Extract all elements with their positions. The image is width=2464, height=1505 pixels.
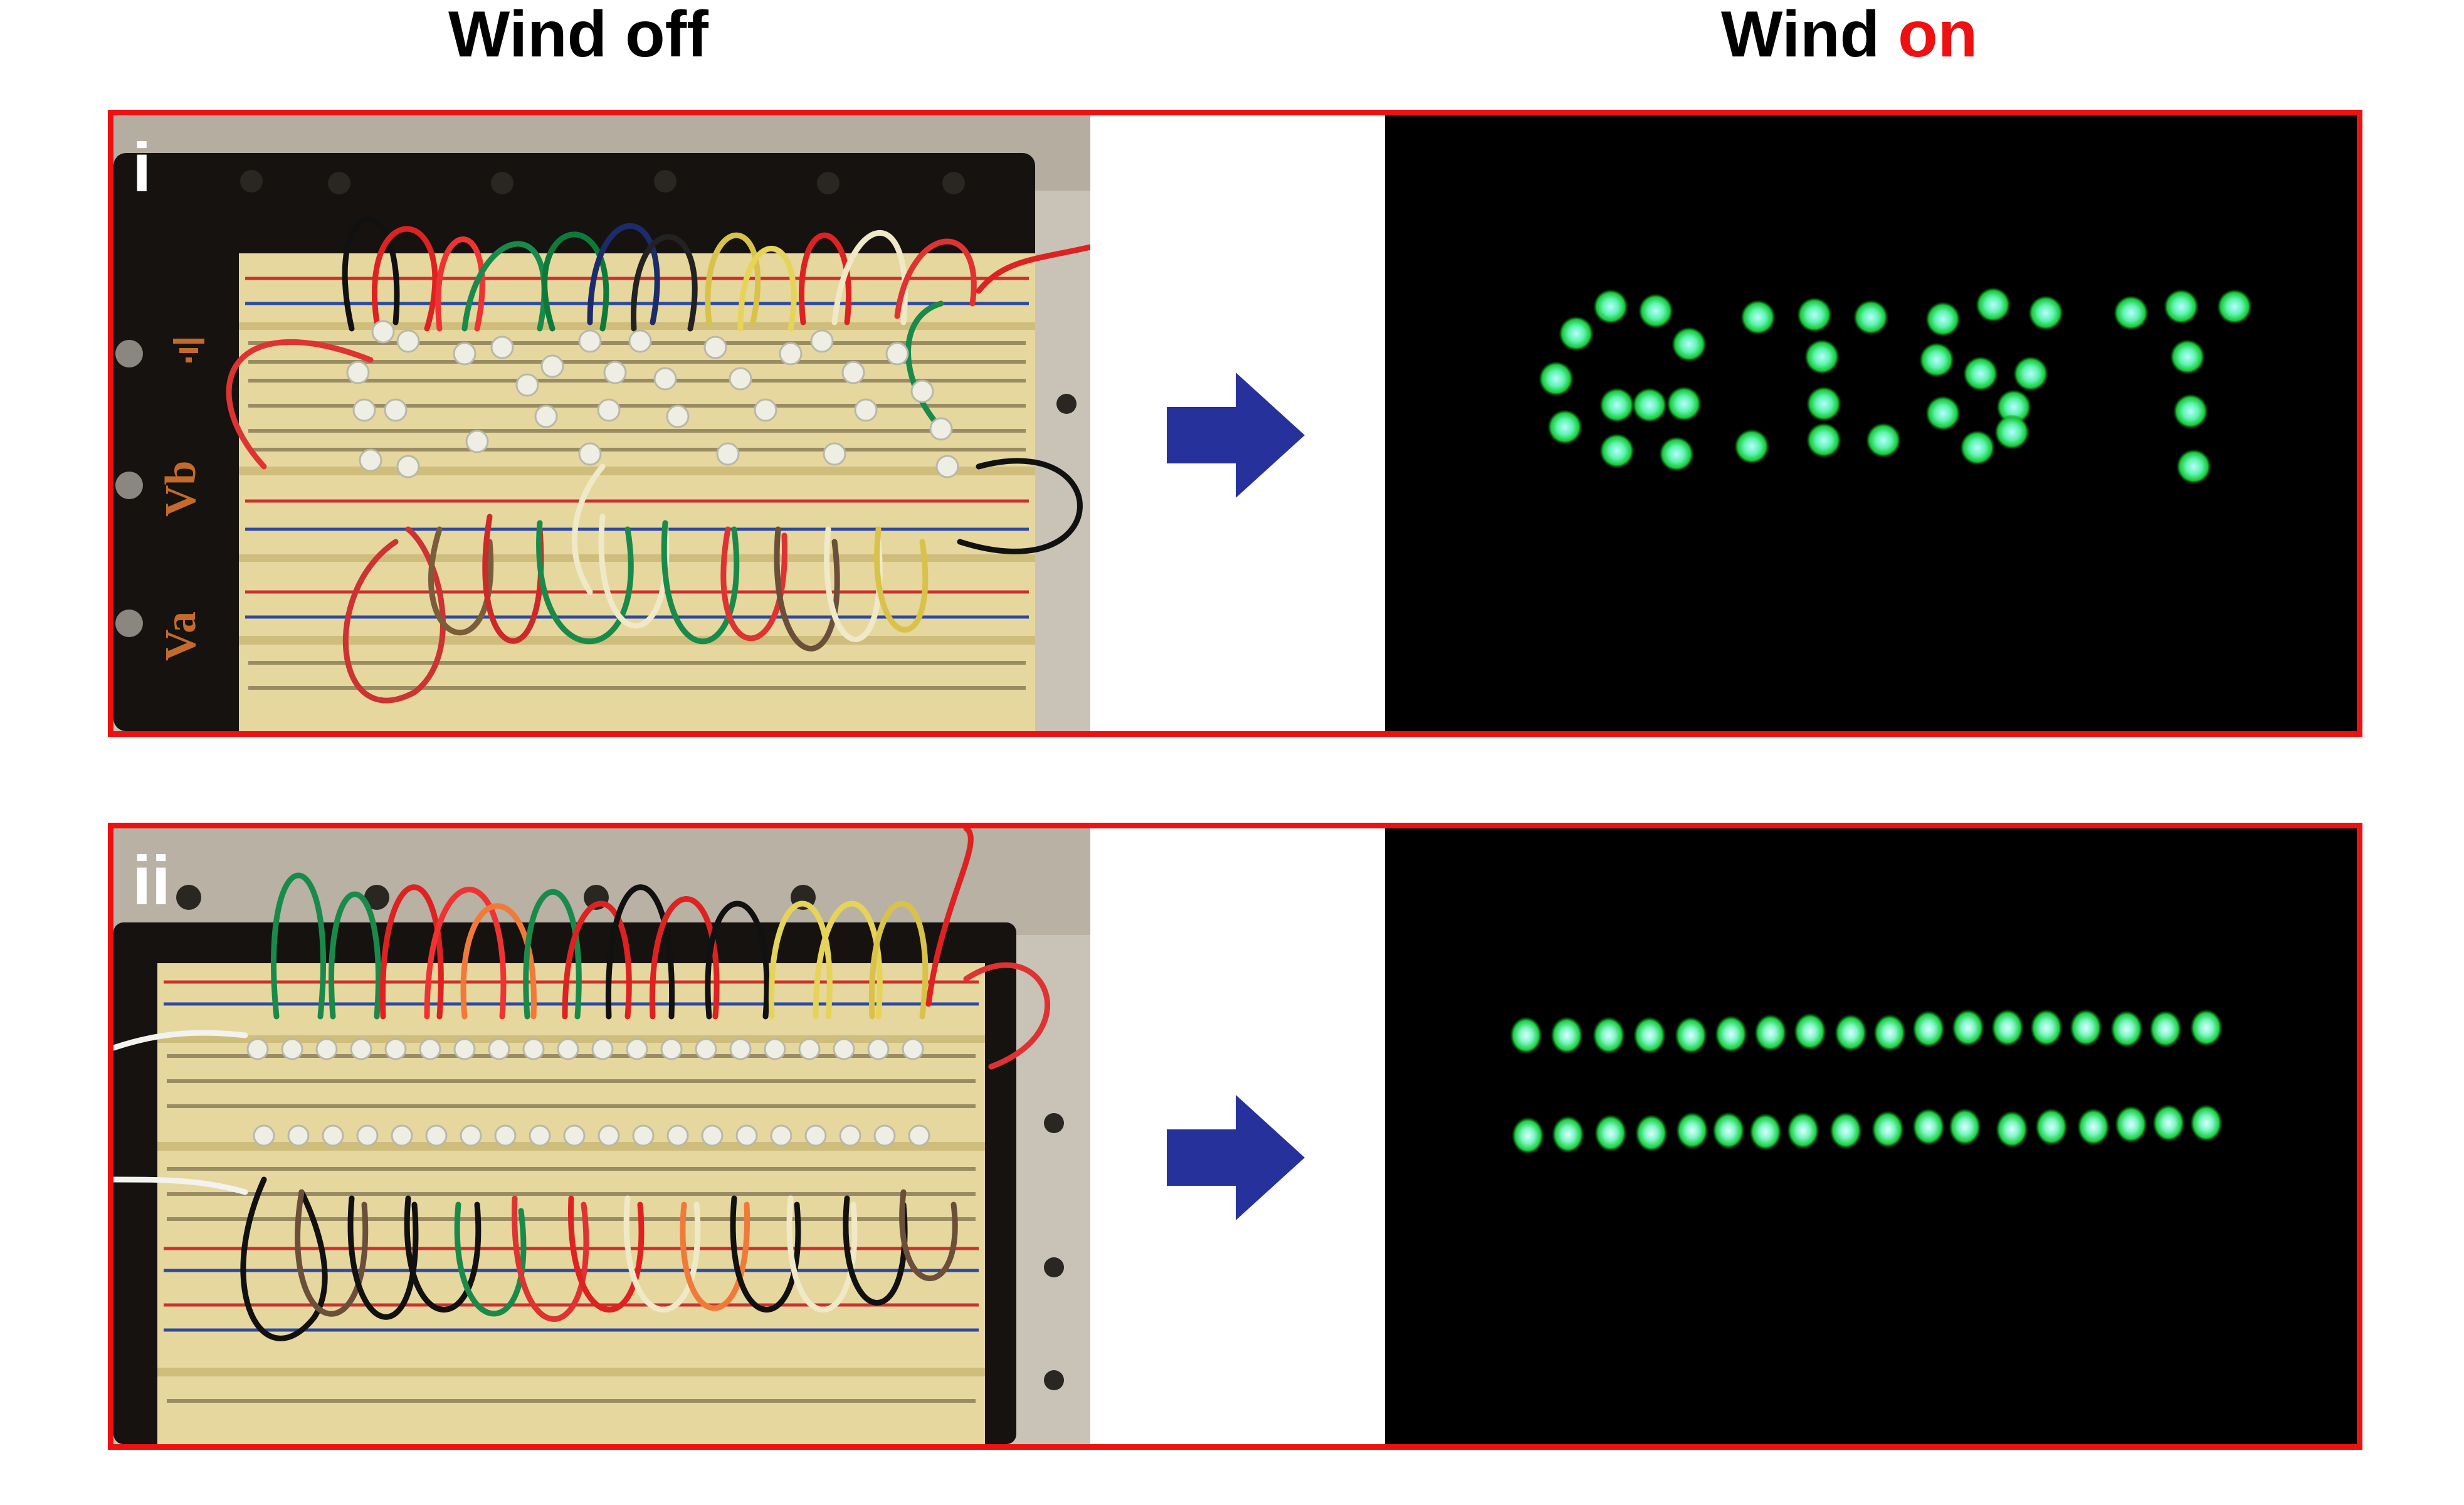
panel-ii: ii <box>108 823 2362 1450</box>
panel-i: Vb Va <box>108 110 2362 737</box>
right-arrow-icon <box>1167 372 1305 498</box>
panel-label-i: i <box>132 129 152 206</box>
svg-text:Va: Va <box>157 611 205 661</box>
wind-off-text: Wind off <box>448 0 708 71</box>
wind-on-heading: Wind on <box>1721 0 1977 72</box>
right-arrow-icon <box>1167 1095 1305 1220</box>
breadboard-photo-i: Vb Va <box>113 115 1090 731</box>
wind-on-accent: on <box>1898 0 1978 71</box>
breadboard-photo-ii: ii <box>113 828 1090 1444</box>
glowing-led-photo-i <box>1385 115 2357 731</box>
panel-label-ii: ii <box>132 842 171 919</box>
wind-on-prefix: Wind <box>1721 0 1898 71</box>
svg-text:Vb: Vb <box>157 461 205 517</box>
wind-off-heading: Wind off <box>448 0 708 72</box>
glowing-led-photo-ii <box>1385 828 2357 1444</box>
